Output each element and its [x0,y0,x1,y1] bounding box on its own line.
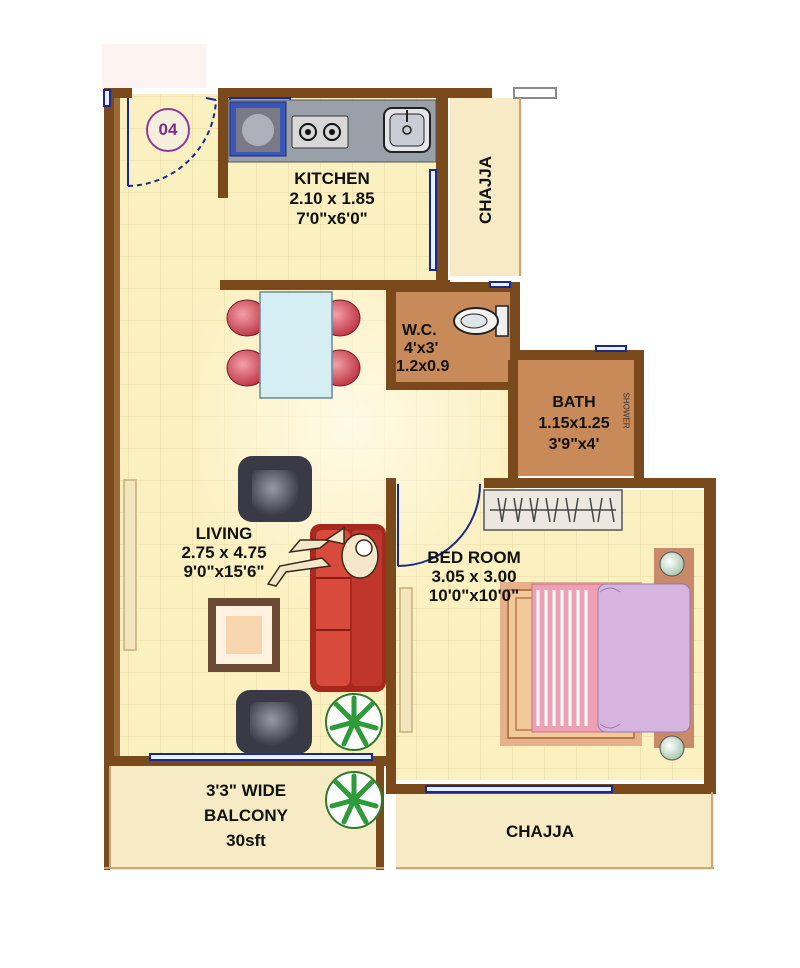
stove-icon [291,115,349,149]
bedroom-imperial: 10'0"x10'0" [428,586,520,605]
shower-label: SHOWER [621,392,631,429]
toilet-icon [453,305,509,337]
armchair [238,456,312,522]
living-label: LIVING 2.75 x 4.75 9'0"x15'6" [168,524,280,581]
wc-label: W.C. 4'x3' 1.2x0.9 [396,322,452,376]
living-metric: 2.75 x 4.75 [181,543,267,562]
living-name: LIVING [195,524,253,543]
kitchen-metric: 2.10 x 1.85 [289,189,375,208]
dining-set [226,291,361,399]
potted-plant [325,693,383,751]
coffee-table [208,598,280,672]
entrance-door[interactable] [127,97,217,187]
bath-name: BATH [552,394,596,411]
kitchen-imperial: 7'0"x6'0" [296,209,368,228]
bath-imperial: 3'9"x4' [548,436,600,453]
railings [104,87,714,869]
bedroom-door[interactable] [397,483,481,567]
kitchen-name: KITCHEN [294,169,370,188]
kitchen-counter [227,99,437,163]
potted-plant [325,771,383,829]
bed [500,548,694,761]
walls [104,88,716,870]
unit-number-badge: 04 [146,108,190,152]
bath-metric: 1.15x1.25 [538,415,610,432]
balcony-name: BALCONY [203,806,289,825]
window-slots [123,479,413,733]
bedroom-name: BED ROOM [427,548,521,567]
background-smudge [102,44,206,88]
chajja-bottom-label: CHAJJA [505,822,575,841]
armchair [236,690,312,754]
wc-metric: 1.2x0.9 [396,358,450,375]
chajja-side-label: CHAJJA [476,155,495,225]
bedroom-label: BED ROOM 3.05 x 3.00 10'0"x10'0" [410,548,538,605]
dining-table [259,291,333,399]
wc-name: W.C. [402,322,437,339]
person-figure [266,526,379,587]
balcony-area: 30sft [226,831,266,850]
wc-imperial: 4'x3' [404,340,439,357]
living-imperial: 9'0"x15'6" [183,562,265,581]
bedroom-metric: 3.05 x 3.00 [431,567,517,586]
bath-label: BATH 1.15x1.25 3'9"x4' [522,392,626,455]
balcony-label: 3'3" WIDE BALCONY 30sft [184,778,308,853]
balcony-width: 3'3" WIDE [205,781,287,800]
kitchen-label: KITCHEN 2.10 x 1.85 7'0"x6'0" [262,169,402,229]
wardrobe [483,489,623,531]
sink-icon [383,107,431,153]
